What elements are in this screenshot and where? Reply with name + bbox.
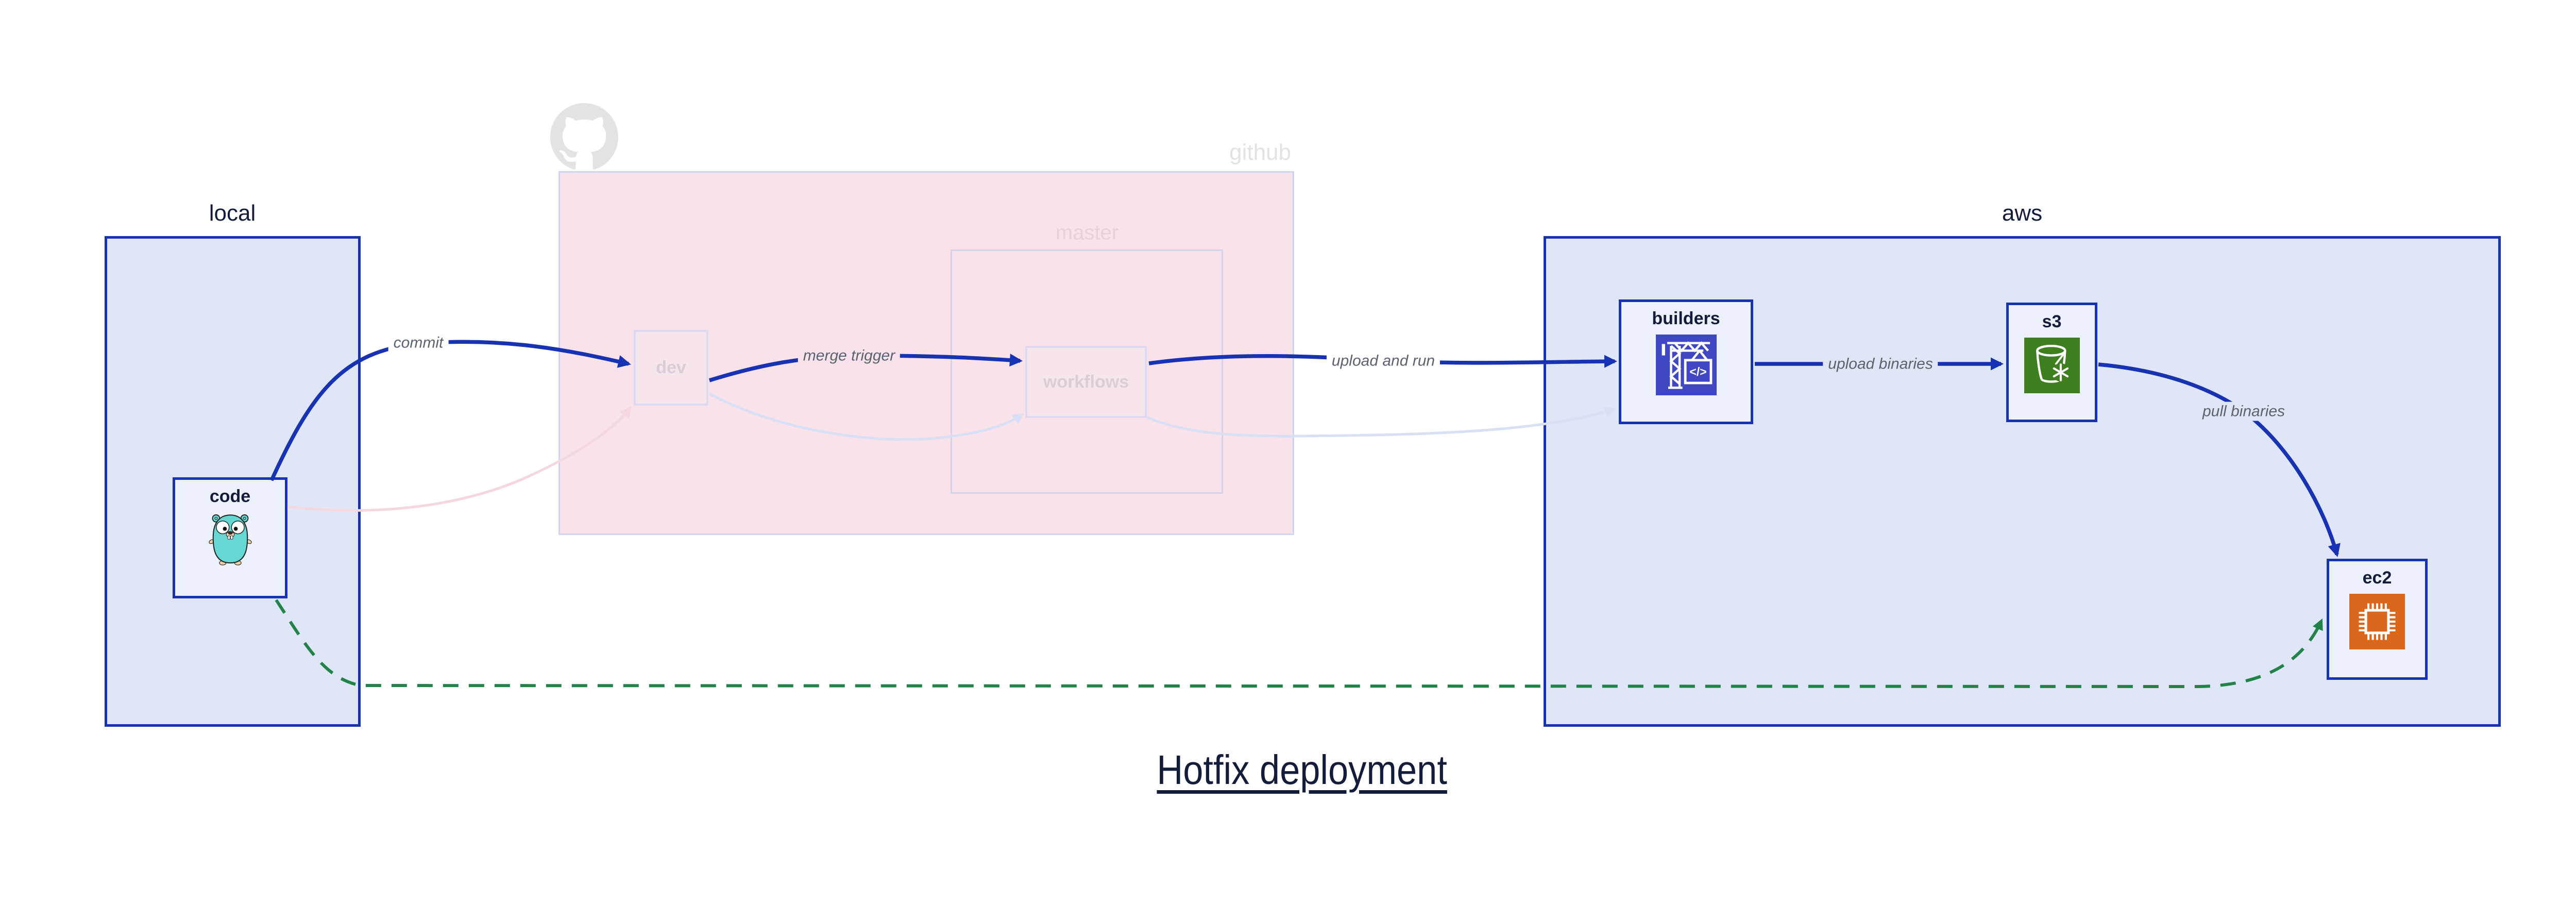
node-builders: builders </> [1619, 299, 1753, 424]
node-ec2: ec2 [2327, 559, 2428, 680]
node-s3-label: s3 [2042, 312, 2062, 331]
edge-label-commit: commit [388, 333, 449, 353]
subgraph-github-label: github [1229, 140, 1291, 165]
diagram-title: Hotfix deployment [1157, 747, 1447, 793]
edge-label-pull-binaries: pull binaries [2197, 402, 2291, 421]
github-octocat-icon [550, 103, 618, 174]
node-dev-label: dev [656, 358, 686, 378]
region-aws-label: aws [2002, 201, 2043, 226]
edge-label-upload-and-run: upload and run [1326, 351, 1440, 371]
edge-label-upload-binaries: upload binaries [1823, 354, 1938, 374]
title-row: Hotfix deployment [0, 746, 2576, 794]
node-s3: s3 [2006, 303, 2097, 422]
node-code-label: code [209, 487, 251, 506]
node-workflows: workflows [1025, 346, 1147, 418]
subgraph-master-label: master [1055, 221, 1119, 244]
node-builders-label: builders [1652, 309, 1720, 328]
ec2-chip-icon [2349, 593, 2405, 649]
node-ec2-label: ec2 [2362, 568, 2392, 588]
node-code: code [173, 477, 287, 598]
node-dev: dev [634, 330, 708, 406]
codebuild-crane-icon: </> [1655, 334, 1717, 395]
region-local-label: local [209, 201, 256, 226]
svg-text:</>: </> [1689, 365, 1706, 378]
go-gopher-icon [207, 512, 254, 568]
s3-glacier-bucket-icon [2024, 337, 2080, 393]
node-workflows-label: workflows [1043, 372, 1129, 392]
edge-label-merge-trigger: merge trigger [798, 346, 901, 365]
